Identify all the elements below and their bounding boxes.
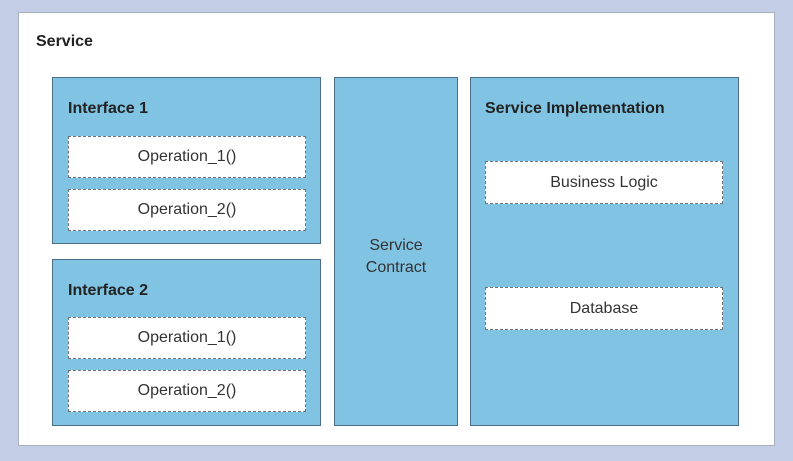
interface-1-operation-1: Operation_1() (68, 136, 306, 178)
interface-2-title: Interface 2 (68, 282, 149, 299)
business-logic-component: Business Logic (485, 161, 723, 204)
service-contract-label-line-1: Service (369, 237, 423, 254)
service-contract-box (334, 77, 458, 426)
service-contract-label-line-2: Contract (365, 259, 427, 276)
service-implementation-title: Service Implementation (485, 100, 665, 117)
service-implementation-box (470, 77, 739, 426)
interface-2-operation-2: Operation_2() (68, 370, 306, 412)
service-contract-label: Service Contract (334, 235, 458, 279)
interface-1-operation-2: Operation_2() (68, 189, 306, 231)
interface-1-title: Interface 1 (68, 100, 149, 117)
service-title: Service (36, 33, 93, 50)
interface-2-operation-1: Operation_1() (68, 317, 306, 359)
database-component: Database (485, 287, 723, 330)
